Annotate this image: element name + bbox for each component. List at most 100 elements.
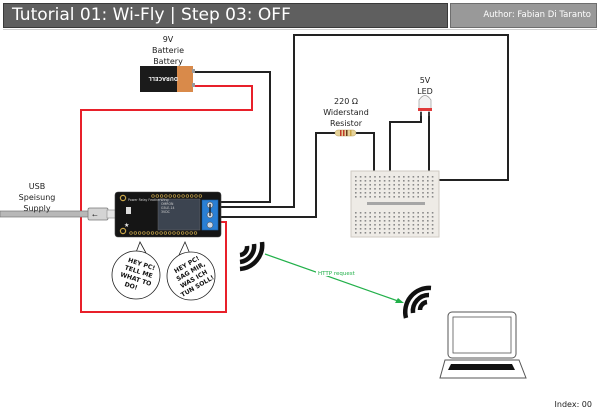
header-pin bbox=[133, 231, 137, 235]
breadboard-hole bbox=[379, 192, 381, 194]
resistor-label: 220 Ω Widerstand Resistor bbox=[323, 97, 369, 128]
header-pin bbox=[189, 231, 193, 235]
led-5v bbox=[418, 95, 432, 116]
breadboard-hole bbox=[364, 216, 367, 218]
breadboard-hole bbox=[407, 224, 410, 226]
breadboard-hole bbox=[431, 188, 434, 190]
breadboard-hole bbox=[369, 176, 371, 178]
breadboard-hole bbox=[383, 192, 386, 194]
breadboard-hole bbox=[431, 212, 434, 214]
breadboard-hole bbox=[374, 232, 376, 234]
breadboard-hole bbox=[417, 232, 419, 234]
header-pin bbox=[190, 194, 194, 198]
breadboard-hole bbox=[364, 184, 367, 186]
header-pin bbox=[180, 231, 185, 235]
breadboard-hole bbox=[374, 216, 376, 218]
breadboard-hole bbox=[407, 192, 410, 194]
breadboard-hole bbox=[388, 228, 391, 230]
breadboard-hole bbox=[393, 196, 395, 198]
breadboard-hole bbox=[369, 224, 371, 226]
relay-featherwing: OMRON G5LE-14 3VDC Power Relay FeatherWi… bbox=[114, 191, 222, 238]
breadboard-hole bbox=[359, 224, 362, 226]
breadboard-hole bbox=[359, 232, 362, 234]
breadboard-hole bbox=[403, 196, 405, 198]
breadboard-hole bbox=[427, 196, 429, 198]
breadboard-hole bbox=[431, 216, 434, 218]
breadboard-hole bbox=[398, 232, 400, 234]
led-label: 5V LED bbox=[417, 76, 433, 96]
header-pin bbox=[155, 231, 159, 235]
breadboard-hole bbox=[383, 212, 386, 214]
breadboard-hole bbox=[359, 184, 362, 186]
breadboard-hole bbox=[403, 220, 405, 222]
speech-bubble-de: HEY PC! SAG MIR, WAS ICH TUN SOLL! bbox=[166, 241, 215, 301]
breadboard-hole bbox=[369, 228, 371, 230]
breadboard-hole bbox=[374, 228, 376, 230]
breadboard-hole bbox=[422, 184, 424, 186]
breadboard-hole bbox=[403, 188, 405, 190]
header-pin bbox=[168, 194, 172, 198]
breadboard-hole bbox=[369, 192, 371, 194]
breadboard-hole bbox=[417, 196, 419, 198]
breadboard-hole bbox=[427, 176, 429, 178]
breadboard-hole bbox=[388, 212, 391, 214]
breadboard-hole bbox=[427, 212, 429, 214]
header-pin bbox=[176, 231, 180, 235]
usb-label: USB Speisung Supply bbox=[18, 182, 56, 213]
breadboard-hole bbox=[383, 176, 386, 178]
breadboard-hole bbox=[369, 216, 371, 218]
breadboard-hole bbox=[427, 180, 429, 182]
breadboard-hole bbox=[388, 220, 391, 222]
breadboard-hole bbox=[383, 224, 386, 226]
breadboard-hole bbox=[412, 232, 415, 234]
breadboard-hole bbox=[407, 180, 410, 182]
header-pin bbox=[151, 194, 155, 198]
breadboard-hole bbox=[379, 216, 381, 218]
breadboard-hole bbox=[427, 184, 429, 186]
breadboard-hole bbox=[422, 232, 424, 234]
breadboard-hole bbox=[359, 220, 362, 222]
breadboard-hole bbox=[388, 188, 391, 190]
header-pin bbox=[168, 231, 172, 235]
star-icon: ★ bbox=[124, 222, 129, 229]
breadboard-hole bbox=[431, 224, 434, 226]
breadboard-hole bbox=[364, 228, 367, 230]
breadboard-hole bbox=[388, 196, 391, 198]
header-pin bbox=[185, 194, 190, 198]
breadboard-hole bbox=[417, 212, 419, 214]
breadboard-hole bbox=[412, 216, 415, 218]
breadboard-hole bbox=[407, 212, 410, 214]
header-pin bbox=[150, 231, 155, 235]
header-pin bbox=[193, 231, 198, 235]
http-request-label: HTTP request bbox=[318, 271, 356, 277]
header-pin bbox=[137, 231, 142, 235]
breadboard-hole bbox=[412, 196, 415, 198]
breadboard-hole bbox=[374, 196, 376, 198]
breadboard-hole bbox=[398, 180, 400, 182]
breadboard-hole bbox=[427, 220, 429, 222]
breadboard-hole bbox=[355, 216, 357, 218]
breadboard-hole bbox=[355, 224, 357, 226]
breadboard-hole bbox=[403, 176, 405, 178]
breadboard-hole bbox=[398, 196, 400, 198]
breadboard-hole bbox=[355, 176, 357, 178]
breadboard-hole bbox=[403, 228, 405, 230]
breadboard-hole bbox=[407, 232, 410, 234]
header-pin bbox=[159, 231, 163, 235]
breadboard-hole bbox=[374, 176, 376, 178]
breadboard-hole bbox=[369, 184, 371, 186]
breadboard-hole bbox=[398, 192, 400, 194]
author-label: Author: Fabian Di Taranto bbox=[450, 3, 597, 28]
breadboard-hole bbox=[388, 216, 391, 218]
breadboard-hole bbox=[383, 220, 386, 222]
breadboard-hole bbox=[364, 220, 367, 222]
breadboard-hole bbox=[355, 192, 357, 194]
header-pin bbox=[146, 231, 150, 235]
battery-label: 9V Batterie Battery bbox=[151, 35, 185, 66]
breadboard-hole bbox=[403, 216, 405, 218]
breadboard-hole bbox=[412, 184, 415, 186]
wire-breadboard-to-led bbox=[389, 112, 422, 175]
wire-relay-to-resistor bbox=[218, 132, 335, 218]
breadboard-hole bbox=[374, 184, 376, 186]
breadboard-hole bbox=[431, 192, 434, 194]
